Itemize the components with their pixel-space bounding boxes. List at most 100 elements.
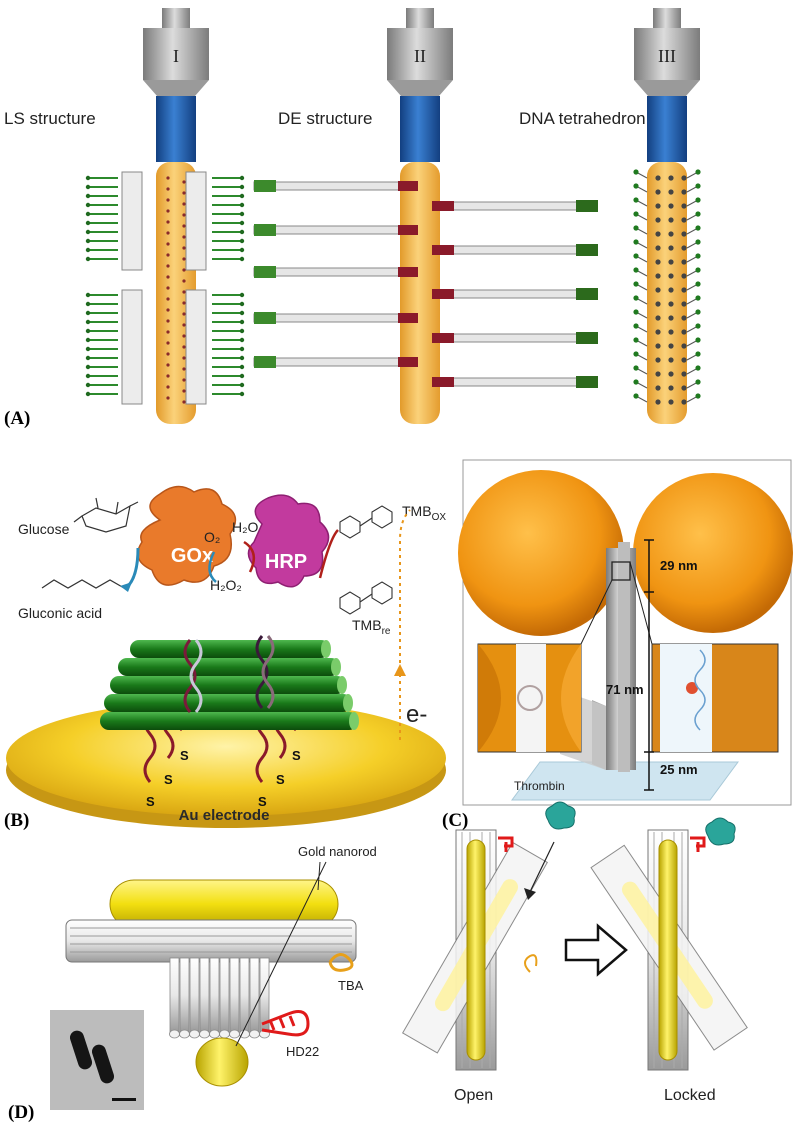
anchor-dot [182, 389, 186, 393]
tetrahedron-node [681, 259, 687, 265]
green-probe-tip [85, 184, 91, 190]
tet-probe [633, 211, 639, 217]
de-rod-left-anchor [398, 181, 418, 191]
fan-tube [199, 957, 210, 1033]
anchor-dot [182, 191, 186, 195]
tet-probe [633, 337, 639, 343]
anchor-dot [182, 312, 186, 316]
tetrahedron-node [681, 189, 687, 195]
tube-ii-numeral: II [414, 46, 426, 66]
green-probe-tip [85, 229, 91, 235]
green-dna-helix [104, 694, 352, 712]
tet-probe [633, 239, 639, 245]
de-rod-right-end [576, 332, 598, 344]
green-probe-tip [85, 337, 91, 343]
tetrahedron-node [668, 273, 674, 279]
anchor-dot [182, 345, 186, 349]
anchor-dot [182, 202, 186, 206]
fan-tube-end [189, 1029, 200, 1039]
tetrahedron-node [668, 329, 674, 335]
hd22-aptamer [261, 1010, 310, 1037]
green-probe-tip [239, 238, 245, 244]
tet-probe [633, 393, 639, 399]
tetrahedron-node [655, 357, 661, 363]
green-probe-tip [85, 319, 91, 325]
anchor-dot [182, 334, 186, 338]
thiol-s-3: S [180, 748, 189, 763]
green-probe-tip [239, 355, 245, 361]
fan-tube-end [199, 1029, 210, 1039]
green-probe-tip [239, 184, 245, 190]
tetrahedron-node [655, 217, 661, 223]
tube-iii-numeral: III [658, 46, 676, 66]
anchor-dot [182, 257, 186, 261]
tet-probe [695, 379, 701, 385]
panel-c: 29 nm 71 nm 25 nm (C) [442, 459, 793, 831]
anchor-dot [166, 352, 170, 356]
green-probe-tip [239, 193, 245, 199]
tba-label: TBA [338, 978, 364, 993]
glucose-structure [73, 497, 139, 533]
fan-tube [249, 957, 260, 1033]
green-probe-tip [85, 346, 91, 352]
anchor-dot [182, 213, 186, 217]
green-probe-tip [85, 256, 91, 262]
dim-71nm: 71 nm [606, 682, 644, 697]
de-rod-left-anchor [398, 357, 418, 367]
green-probe-tip [85, 238, 91, 244]
tetrahedron-node [655, 287, 661, 293]
locked-gold-nanorod [658, 839, 678, 1061]
hd22-label: HD22 [286, 1044, 319, 1059]
tet-probe [695, 337, 701, 343]
green-probe-tip [239, 202, 245, 208]
de-rod-right-anchor [432, 333, 454, 343]
open-label: Open [454, 1087, 493, 1104]
green-dna-helix [100, 712, 358, 730]
anchor-dot [182, 323, 186, 327]
tet-probe [695, 169, 701, 175]
green-probe-tip [85, 220, 91, 226]
green-probe-tip [239, 301, 245, 307]
tet-probe [633, 365, 639, 371]
ls-bundle [185, 171, 207, 271]
tube-i-numeral: I [173, 46, 179, 66]
tetrahedron-node [681, 203, 687, 209]
tetrahedron-node [668, 245, 674, 251]
thiol-s-6: S [292, 748, 301, 763]
green-probe-tip [85, 364, 91, 370]
tet-probe [695, 351, 701, 357]
tet-probe [633, 351, 639, 357]
tetrahedron-node [668, 287, 674, 293]
de-structure-label: DE structure [278, 109, 372, 128]
tetrahedron-node [681, 399, 687, 405]
tet-probe [633, 323, 639, 329]
green-probe-tip [239, 364, 245, 370]
anchor-dot [166, 275, 170, 279]
tetrahedron-node [668, 315, 674, 321]
anchor-dot [166, 220, 170, 224]
green-probe-tip [85, 328, 91, 334]
anchor-dot [166, 319, 170, 323]
fan-tube-end [169, 1029, 180, 1039]
de-rod-left-anchor [398, 267, 418, 277]
tetrahedron-node [668, 203, 674, 209]
tetrahedron-node [681, 315, 687, 321]
anchor-dot [182, 246, 186, 250]
tetrahedron-node [655, 175, 661, 181]
de-rod-right [439, 377, 597, 387]
de-rod-right-end [576, 200, 598, 212]
tet-probe [633, 281, 639, 287]
green-probe-tip [239, 328, 245, 334]
green-probe-tip [85, 247, 91, 253]
green-helix-end [343, 694, 353, 712]
tet-probe [695, 309, 701, 315]
tetrahedron-node [681, 245, 687, 251]
tetrahedron-node [655, 203, 661, 209]
ls-bundle [185, 289, 207, 405]
vertical-tube-fan [169, 957, 270, 1039]
tetrahedron-node [655, 259, 661, 265]
locked-label: Locked [664, 1087, 716, 1104]
tetrahedron-node [655, 399, 661, 405]
de-rod-left-anchor [398, 313, 418, 323]
panel-a-label: (A) [4, 408, 30, 429]
